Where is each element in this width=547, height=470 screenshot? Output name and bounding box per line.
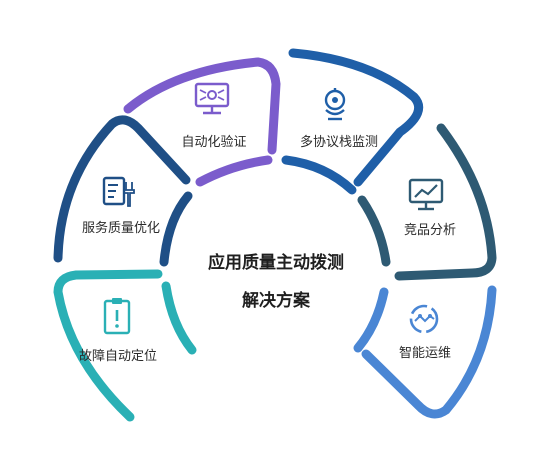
- segment-fault-locate-arc: [53, 269, 197, 422]
- segment-label: 故障自动定位: [79, 349, 157, 364]
- segment-fault-locate: 故障自动定位: [53, 269, 197, 422]
- segment-intelligent-ops: 智能运维: [353, 285, 497, 419]
- network-cycle-icon: [409, 304, 439, 334]
- document-wrench-icon: [102, 176, 135, 207]
- segment-label: 智能运维: [399, 346, 451, 361]
- monitor-gear-icon: [194, 82, 230, 115]
- segment-service-optimize: 服务质量优化: [53, 115, 193, 267]
- monitor-probe-icon: [324, 88, 346, 121]
- segment-multi-protocol: 多协议栈监测: [281, 48, 424, 195]
- center-title-line2: 解决方案: [242, 290, 311, 311]
- segment-auto-verify-arc: [123, 57, 281, 187]
- segment-label: 自动化验证: [181, 134, 246, 150]
- segment-competitor-analysis-arc: [357, 123, 497, 281]
- segment-service-optimize-arc: [53, 115, 193, 267]
- segment-label: 服务质量优化: [82, 220, 160, 236]
- trend-chart-icon: [408, 178, 444, 211]
- segment-label: 竞品分析: [404, 222, 456, 238]
- segment-competitor-analysis: 竞品分析: [357, 123, 497, 281]
- segment-multi-protocol-arc: [281, 48, 424, 195]
- segment-auto-verify: 自动化验证: [123, 57, 281, 187]
- segment-label: 多协议栈监测: [300, 134, 378, 150]
- center-title-line1: 应用质量主动拨测: [208, 252, 344, 273]
- clipboard-alert-icon: [103, 298, 131, 335]
- segment-intelligent-ops-arc: [353, 285, 497, 419]
